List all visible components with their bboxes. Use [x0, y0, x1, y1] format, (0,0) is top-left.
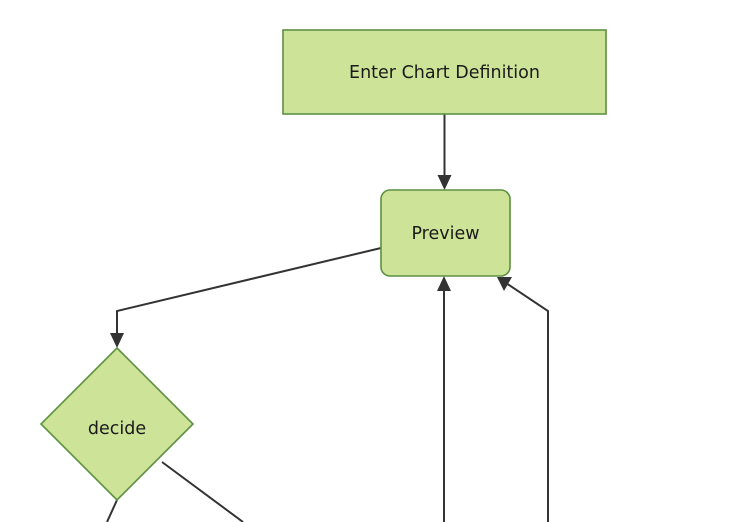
arrowhead-up-left-icon — [497, 277, 512, 291]
arrowhead-down-icon — [437, 175, 452, 190]
edge-return-right-to-preview[interactable] — [497, 277, 549, 522]
edge-return-center-to-preview[interactable] — [437, 276, 451, 522]
edge-decide-branch-right[interactable] — [161, 461, 244, 522]
edge-preview-to-decide[interactable] — [110, 247, 382, 348]
edge-line — [161, 461, 244, 522]
arrowhead-down-icon — [110, 333, 124, 348]
node-enter-chart-definition[interactable]: Enter Chart Definition — [282, 29, 607, 115]
edge-line — [116, 247, 382, 339]
node-rounded-rectangle — [380, 189, 511, 277]
node-layer: Enter Chart Definition Preview decide — [39, 29, 607, 502]
edge-decide-branch-left[interactable] — [106, 499, 118, 522]
node-decide[interactable]: decide — [39, 346, 195, 502]
node-preview[interactable]: Preview — [380, 189, 511, 277]
node-rectangle — [282, 29, 607, 115]
edge-line — [106, 499, 118, 522]
arrowhead-up-icon — [437, 276, 451, 291]
edge-layer — [106, 114, 549, 522]
edge-enter-to-preview[interactable] — [437, 114, 452, 190]
edge-line — [505, 282, 549, 522]
node-diamond — [39, 346, 195, 502]
